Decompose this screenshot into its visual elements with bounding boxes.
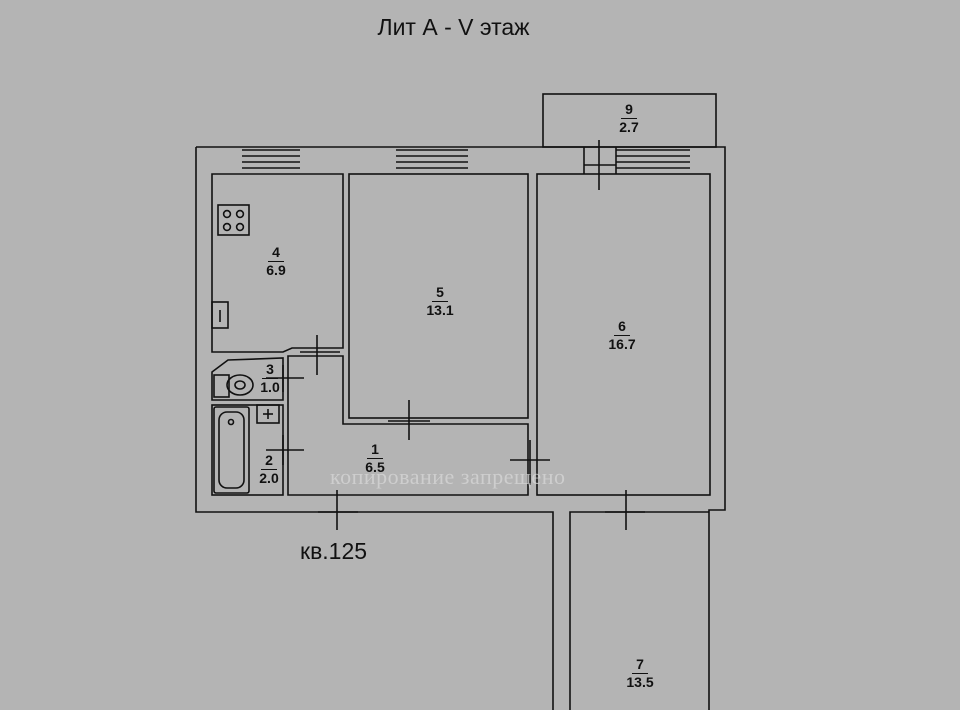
room-area: 6.9: [266, 262, 286, 278]
room-number: 4: [268, 244, 284, 262]
room-number: 3: [262, 361, 278, 379]
door-markers: [266, 140, 645, 530]
room-4-outline: [211, 173, 344, 353]
room-label-5: 5 13.1: [418, 284, 462, 319]
watermark: копирование запрещено: [330, 464, 566, 489]
room-5-outline: [348, 173, 529, 419]
room-1-outline: [287, 355, 529, 496]
room-label-1: 1 6.5: [355, 441, 395, 476]
bathtub-icon: [213, 406, 250, 494]
apartment-label: кв.125: [300, 538, 368, 564]
outer-wall: [195, 146, 726, 710]
sink-icon: [211, 301, 229, 329]
room-number: 6: [614, 318, 630, 336]
room-number: 9: [621, 101, 637, 119]
windows: [242, 147, 690, 174]
toilet-icon: [213, 374, 254, 398]
room-label-2: 2 2.0: [249, 452, 289, 487]
room-number: 7: [632, 656, 648, 674]
room-area: 6.5: [365, 459, 385, 475]
room-7-outline: [569, 511, 709, 710]
stove-icon: [217, 204, 250, 236]
room-label-7: 7 13.5: [618, 656, 662, 691]
page-title: Лит А - V этаж: [377, 14, 530, 40]
room-label-4: 4 6.9: [256, 244, 296, 279]
room-area: 13.5: [626, 674, 654, 690]
room-label-6: 6 16.7: [600, 318, 644, 353]
room-number: 5: [432, 284, 448, 302]
room-area: 2.7: [619, 119, 639, 135]
room-area: 13.1: [426, 302, 454, 318]
room-label-3: 3 1.0: [250, 361, 290, 396]
room-area: 2.0: [259, 470, 279, 486]
room-6-outline: [536, 173, 711, 496]
room-number: 2: [261, 452, 277, 470]
room-number: 1: [367, 441, 383, 459]
room-area: 1.0: [260, 379, 280, 395]
room-label-9: 9 2.7: [609, 101, 649, 136]
room-area: 16.7: [608, 336, 636, 352]
wash-basin-icon: [256, 404, 280, 424]
